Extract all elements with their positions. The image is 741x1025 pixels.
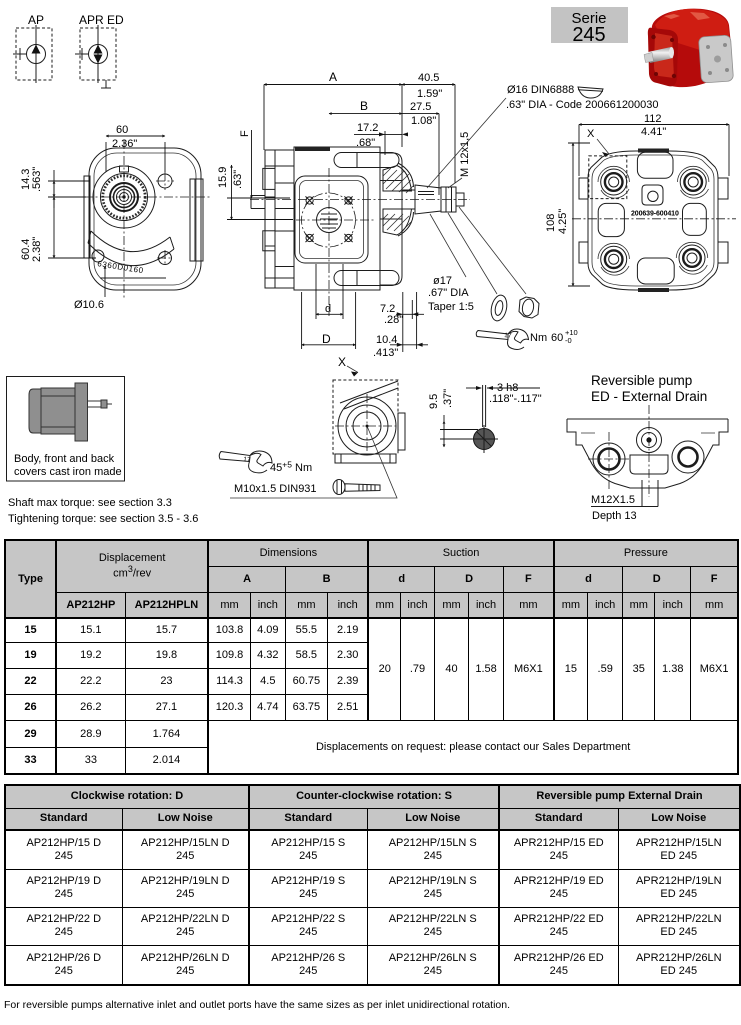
svg-text:d: d xyxy=(325,303,331,315)
svg-text:Serie: Serie xyxy=(571,10,606,27)
svg-text:covers cast iron made: covers cast iron made xyxy=(14,466,122,478)
svg-text:ø17: ø17 xyxy=(433,275,452,287)
svg-text:Nm: Nm xyxy=(530,332,547,344)
svg-text:Taper 1:5: Taper 1:5 xyxy=(428,301,474,313)
svg-text:Reversible pump: Reversible pump xyxy=(591,373,692,388)
svg-text:7.2: 7.2 xyxy=(380,303,395,315)
svg-text:X: X xyxy=(338,355,346,369)
svg-text:10.4: 10.4 xyxy=(376,334,397,346)
svg-text:M10x1.5 DIN931: M10x1.5 DIN931 xyxy=(234,483,317,495)
svg-text:2.38": 2.38" xyxy=(31,237,43,262)
svg-text:Depth 13: Depth 13 xyxy=(592,510,637,522)
svg-text:X: X xyxy=(587,128,595,140)
svg-text:Shaft max torque: see section: Shaft max torque: see section 3.3 xyxy=(8,497,172,509)
svg-text:60.4: 60.4 xyxy=(20,239,32,260)
svg-text:1.59": 1.59" xyxy=(417,88,442,100)
svg-text:15.9: 15.9 xyxy=(217,167,229,188)
svg-text:.63" DIA - Code 200661200030: .63" DIA - Code 200661200030 xyxy=(506,99,659,111)
svg-text:40.5: 40.5 xyxy=(418,72,439,84)
svg-text:45+5 Nm: 45+5 Nm xyxy=(270,460,312,475)
svg-text:-0: -0 xyxy=(565,336,572,345)
svg-text:.68": .68" xyxy=(356,137,375,149)
svg-text:9.5: 9.5 xyxy=(428,394,440,409)
svg-text:Tightening torque: see section: Tightening torque: see section 3.5 - 3.6 xyxy=(8,513,198,525)
svg-text:17.2: 17.2 xyxy=(357,122,378,134)
svg-text:17: 17 xyxy=(243,456,252,464)
svg-text:200639-600410: 200639-600410 xyxy=(631,211,679,218)
svg-text:M12X1.5: M12X1.5 xyxy=(591,494,635,506)
svg-text:27.5: 27.5 xyxy=(410,101,431,113)
svg-text:.67" DIA: .67" DIA xyxy=(428,287,469,299)
svg-text:4.41": 4.41" xyxy=(641,126,666,138)
svg-text:.118"-.117": .118"-.117" xyxy=(489,393,542,405)
svg-text:14.3: 14.3 xyxy=(20,169,32,190)
svg-text:245: 245 xyxy=(572,24,605,46)
svg-text:.563": .563" xyxy=(31,167,43,192)
svg-text:60: 60 xyxy=(116,124,128,136)
svg-text:+10: +10 xyxy=(565,328,578,337)
svg-text:APR ED: APR ED xyxy=(79,13,124,27)
svg-text:Ø10.6: Ø10.6 xyxy=(74,299,104,311)
svg-text:M 12x1,5: M 12x1,5 xyxy=(459,132,471,177)
svg-text:6360D0160: 6360D0160 xyxy=(97,259,145,275)
svg-text:17: 17 xyxy=(504,332,512,340)
svg-text:Body, front and back: Body, front and back xyxy=(14,453,115,465)
svg-text:Ø16 DIN6888: Ø16 DIN6888 xyxy=(507,84,574,96)
svg-text:108: 108 xyxy=(545,214,557,232)
svg-text:ED - External Drain: ED - External Drain xyxy=(591,389,707,404)
svg-text:.413": .413" xyxy=(373,347,398,359)
svg-text:60: 60 xyxy=(551,332,563,344)
svg-text:B: B xyxy=(360,99,368,113)
svg-text:2.36": 2.36" xyxy=(112,138,137,150)
svg-text:AP: AP xyxy=(28,13,44,27)
svg-text:A: A xyxy=(329,70,337,84)
svg-text:.37": .37" xyxy=(442,389,454,408)
svg-text:.28": .28" xyxy=(384,314,403,326)
svg-text:.63": .63" xyxy=(232,170,244,189)
svg-text:F: F xyxy=(239,130,251,137)
svg-text:D: D xyxy=(322,332,331,346)
svg-text:112: 112 xyxy=(644,113,662,125)
svg-text:4.25": 4.25" xyxy=(557,209,569,234)
svg-text:1.08": 1.08" xyxy=(411,115,436,127)
